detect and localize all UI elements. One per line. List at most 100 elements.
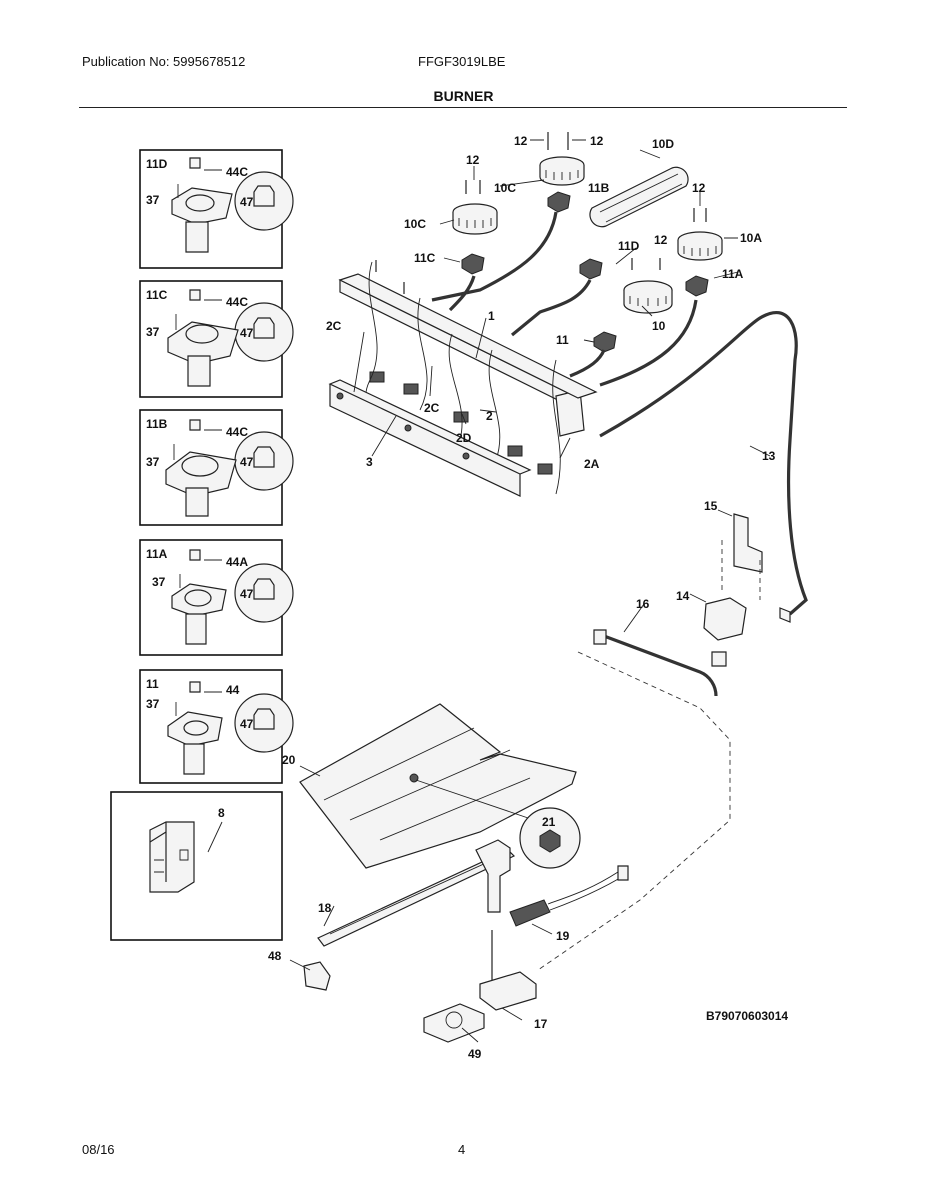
callout-12: 12 (692, 181, 706, 195)
bracket-49 (423, 1003, 485, 1043)
wire (417, 297, 428, 411)
inset-cap-label: 44A (226, 555, 248, 569)
gas-pipe (569, 349, 606, 378)
publication-number: Publication No: 5995678512 (82, 54, 246, 69)
model-number: FFGF3019LBE (418, 54, 506, 69)
inset-orifice-label: 47 (240, 326, 254, 340)
callout-10: 10 (652, 319, 666, 333)
burner-base-10c (452, 203, 498, 235)
inset-orifice-label: 47 (240, 455, 254, 469)
gas-pipe-13 (599, 310, 808, 616)
callout-leaders (289, 139, 771, 1043)
burner-head-11 (593, 331, 617, 353)
lower-burner-assembly (299, 703, 629, 1043)
callout-11a: 11A (722, 267, 744, 281)
callout-12: 12 (654, 233, 668, 247)
callout-2c: 2C (424, 401, 440, 415)
callout-20: 20 (282, 753, 296, 767)
burner-base-10c-top (539, 156, 585, 186)
inset-heading: 11B (146, 417, 168, 431)
callout-12: 12 (466, 153, 480, 167)
igniter-19 (509, 899, 551, 927)
wire (488, 349, 501, 461)
header-rule (79, 107, 847, 108)
page-number: 4 (458, 1142, 466, 1157)
igniter-module-box: 8 (110, 791, 283, 941)
burner-base-10d-oval (589, 166, 689, 228)
inset-heading: 11A (146, 547, 168, 561)
callout-19: 19 (556, 929, 570, 943)
burner-head-11b (547, 191, 571, 213)
burner-tube-18 (317, 849, 516, 947)
inset-screw-label: 37 (152, 575, 166, 589)
callout-labels: 12 12 10D 12 10C 11B 12 10C 10A 12 11D 1… (268, 134, 788, 1061)
burner-assembly (328, 132, 808, 616)
inset-screw-label: 37 (146, 193, 160, 207)
regulator-assembly (537, 513, 791, 971)
callout-18: 18 (318, 901, 332, 915)
callout-11: 11 (556, 333, 569, 347)
callout-2d: 2D (456, 431, 472, 445)
callout-12: 12 (590, 134, 604, 148)
burner-head-11d (579, 258, 603, 280)
igniter-box-label: 8 (218, 806, 225, 820)
inset-heading: 11 (146, 677, 159, 691)
inset-cap-label: 44C (226, 165, 248, 179)
callout-3: 3 (366, 455, 373, 469)
callout-2a: 2A (584, 457, 600, 471)
flex-line-16 (603, 634, 718, 697)
inset-cap-label: 44C (226, 295, 248, 309)
callout-17: 17 (534, 1017, 548, 1031)
regulator-bracket (733, 513, 763, 573)
footer-date: 08/16 (82, 1142, 115, 1157)
wire (448, 333, 463, 441)
callout-10d: 10D (652, 137, 674, 151)
inset-heading: 11D (146, 157, 168, 171)
gas-pipe (599, 299, 698, 387)
inset-orifice-label: 47 (240, 717, 254, 731)
inset-screw-label: 37 (146, 697, 160, 711)
callout-10c: 10C (404, 217, 426, 231)
valves (369, 371, 553, 475)
clip-48 (303, 961, 331, 991)
wire (552, 359, 561, 495)
callout-49: 49 (468, 1047, 482, 1061)
burner-base-10 (623, 280, 673, 314)
callout-11b: 11B (588, 181, 610, 195)
inset-box-11c: 11C 44C 37 47 (139, 280, 294, 398)
inset-box-11d: 11D 44C 37 47 (139, 149, 294, 269)
callout-11d: 11D (618, 239, 640, 253)
callout-48: 48 (268, 949, 282, 963)
inset-box-11: 11 44 37 47 (139, 669, 294, 784)
burner-head-11c (461, 253, 485, 275)
callout-12: 12 (514, 134, 528, 148)
callout-13: 13 (762, 449, 776, 463)
callout-21: 21 (542, 815, 556, 829)
inset-screw-label: 37 (146, 455, 160, 469)
pressure-regulator (703, 597, 747, 641)
gas-pipe (448, 275, 476, 312)
inset-heading: 11C (146, 288, 168, 302)
callout-2: 2 (486, 409, 493, 423)
burner-base-10a (677, 231, 723, 261)
gas-pipe (431, 211, 558, 302)
front-bracket (328, 379, 532, 497)
callout-11c: 11C (414, 251, 436, 265)
callout-15: 15 (704, 499, 718, 513)
inset-screw-label: 37 (146, 325, 160, 339)
pipe-fitting (779, 607, 791, 623)
callout-2c: 2C (326, 319, 342, 333)
callout-10c: 10C (494, 181, 516, 195)
inset-orifice-label: 47 (240, 587, 254, 601)
gas-pipe (510, 279, 592, 337)
callout-10a: 10A (740, 231, 762, 245)
inset-box-11a: 11A 44A 37 47 (139, 539, 294, 656)
regulator-fitting (711, 651, 727, 667)
burner-baffle-20 (299, 703, 577, 869)
inset-box-11b: 11B 44C 37 47 (139, 409, 294, 526)
page-title: BURNER (433, 88, 494, 104)
callout-16: 16 (636, 597, 650, 611)
callout-14: 14 (676, 589, 690, 603)
inset-orifice-label: 47 (240, 195, 254, 209)
